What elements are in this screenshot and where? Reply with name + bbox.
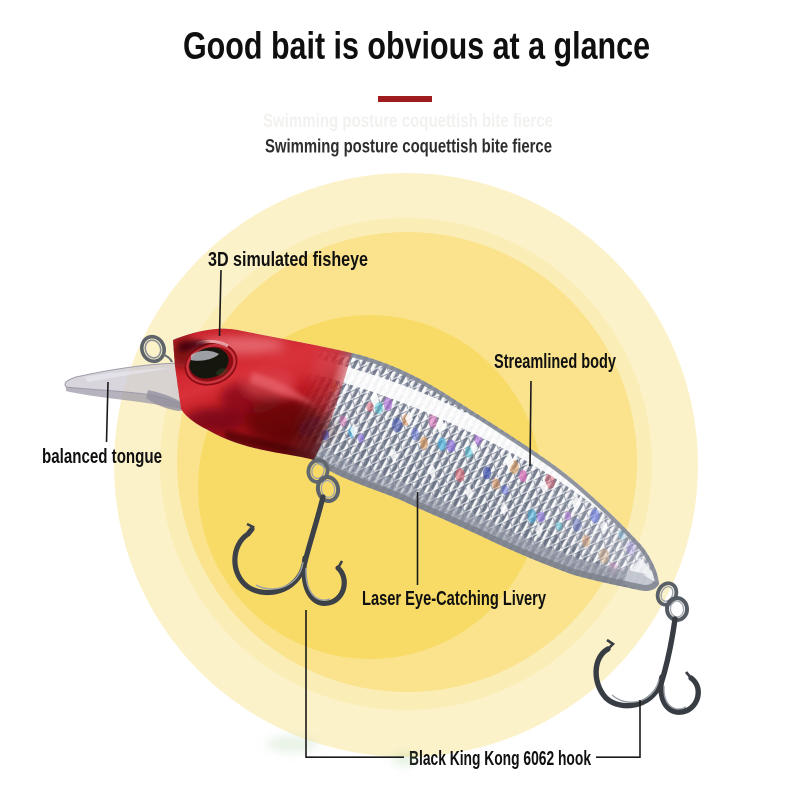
svg-text:3D simulated fisheye: 3D simulated fisheye [208, 249, 368, 271]
svg-text:Black King Kong 6062 hook: Black King Kong 6062 hook [409, 748, 592, 770]
svg-text:Swimming posture coquettish bi: Swimming posture coquettish bite fierce [265, 136, 552, 158]
svg-text:Laser Eye-Catching Livery: Laser Eye-Catching Livery [362, 588, 547, 610]
svg-text:balanced tongue: balanced tongue [42, 446, 162, 468]
svg-text:Swimming posture coquettish bi: Swimming posture coquettish bite fierce [263, 111, 553, 132]
svg-text:Good bait is obvious at a glan: Good bait is obvious at a glance [183, 26, 650, 68]
svg-text:Streamlined body: Streamlined body [494, 351, 617, 373]
